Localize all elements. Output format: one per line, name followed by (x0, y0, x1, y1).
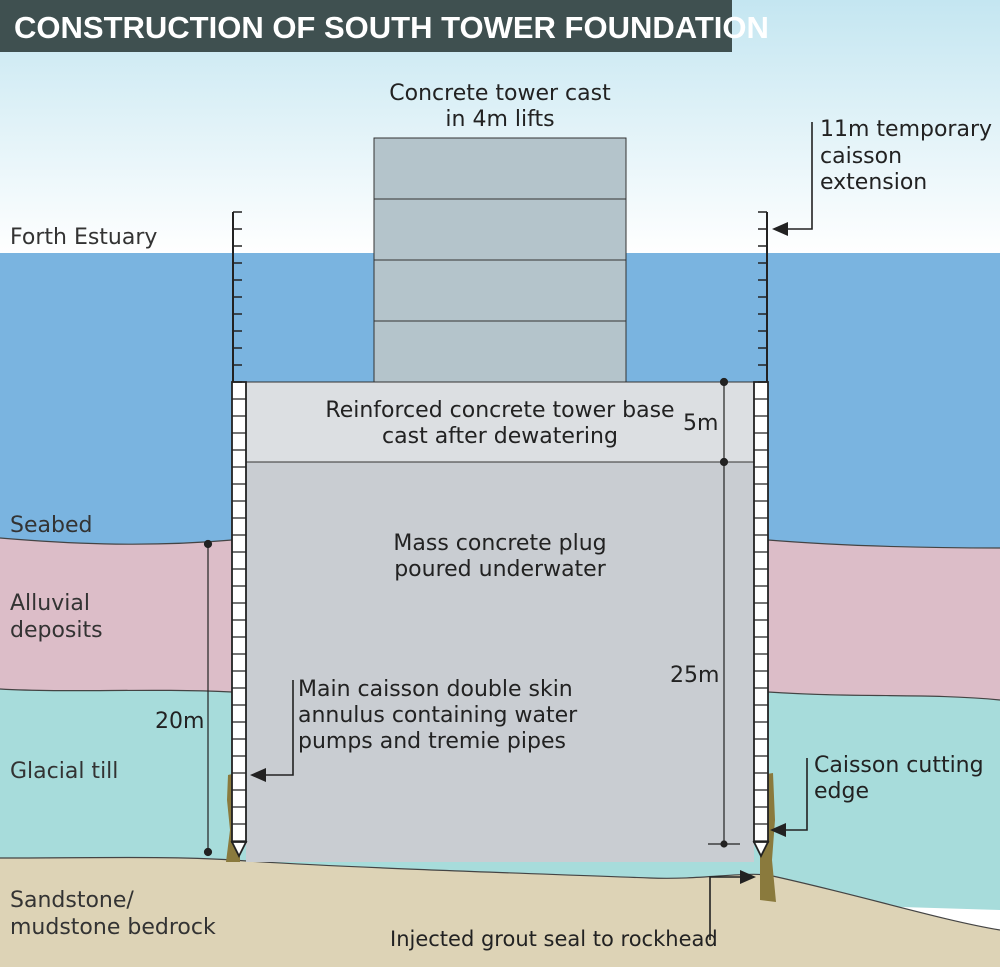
label-alluvial-2: deposits (10, 618, 103, 643)
leader-extension (772, 122, 813, 236)
leader-cutting-edge (770, 758, 808, 837)
dim-label-penetration: 20m (155, 709, 204, 734)
dim-label-base: 5m (683, 411, 718, 436)
dimension-base (719, 377, 729, 467)
label-annulus-3: pumps and tremie pipes (298, 729, 566, 754)
label-tower-2: in 4m lifts (445, 107, 554, 132)
label-base-2: cast after dewatering (382, 424, 618, 449)
title-bar (0, 0, 732, 52)
label-glacial-till: Glacial till (10, 759, 118, 784)
label-plug-1: Mass concrete plug (393, 531, 606, 556)
bedrock-line (0, 856, 1000, 931)
label-extension-3: extension (820, 170, 927, 195)
tower-lift (373, 259, 627, 322)
label-bedrock-2: mudstone bedrock (10, 915, 216, 940)
label-seabed: Seabed (10, 513, 92, 538)
label-tower-1: Concrete tower cast (389, 81, 611, 106)
label-annulus-2: annulus containing water (298, 703, 578, 728)
label-annulus-1: Main caisson double skin (298, 677, 573, 702)
label-extension-2: caisson (820, 144, 902, 169)
label-bedrock-1: Sandstone/ (10, 888, 134, 913)
dim-label-plug: 25m (670, 663, 719, 688)
label-base-1: Reinforced concrete tower base (325, 398, 674, 423)
leader-annulus (250, 680, 294, 782)
label-grout: Injected grout seal to rockhead (390, 927, 718, 951)
bedrock-layer (0, 857, 1000, 967)
tower-lift (373, 198, 627, 261)
leader-grout (709, 870, 756, 940)
label-forth-estuary: Forth Estuary (10, 225, 157, 250)
label-extension-1: 11m temporary (820, 117, 992, 142)
seabed-line (0, 537, 233, 545)
tower-lift (373, 137, 627, 200)
label-cutting-2: edge (814, 779, 869, 804)
tower-lift (373, 320, 627, 383)
label-alluvial-1: Alluvial (10, 591, 90, 616)
dimension-penetration (203, 539, 213, 857)
page-title: CONSTRUCTION OF SOUTH TOWER FOUNDATION (14, 10, 769, 45)
caisson-wall-right (752, 211, 770, 859)
tower-base (245, 381, 755, 463)
seabed-line-right (767, 539, 1000, 549)
till-line-right (767, 691, 1000, 701)
label-plug-2: poured underwater (394, 557, 606, 582)
till-line (0, 688, 233, 693)
concrete-plug (246, 462, 754, 862)
label-cutting-1: Caisson cutting (814, 753, 984, 778)
tower-lifts (373, 137, 627, 383)
dimension-plug (708, 462, 740, 848)
caisson-wall-left (230, 211, 248, 859)
